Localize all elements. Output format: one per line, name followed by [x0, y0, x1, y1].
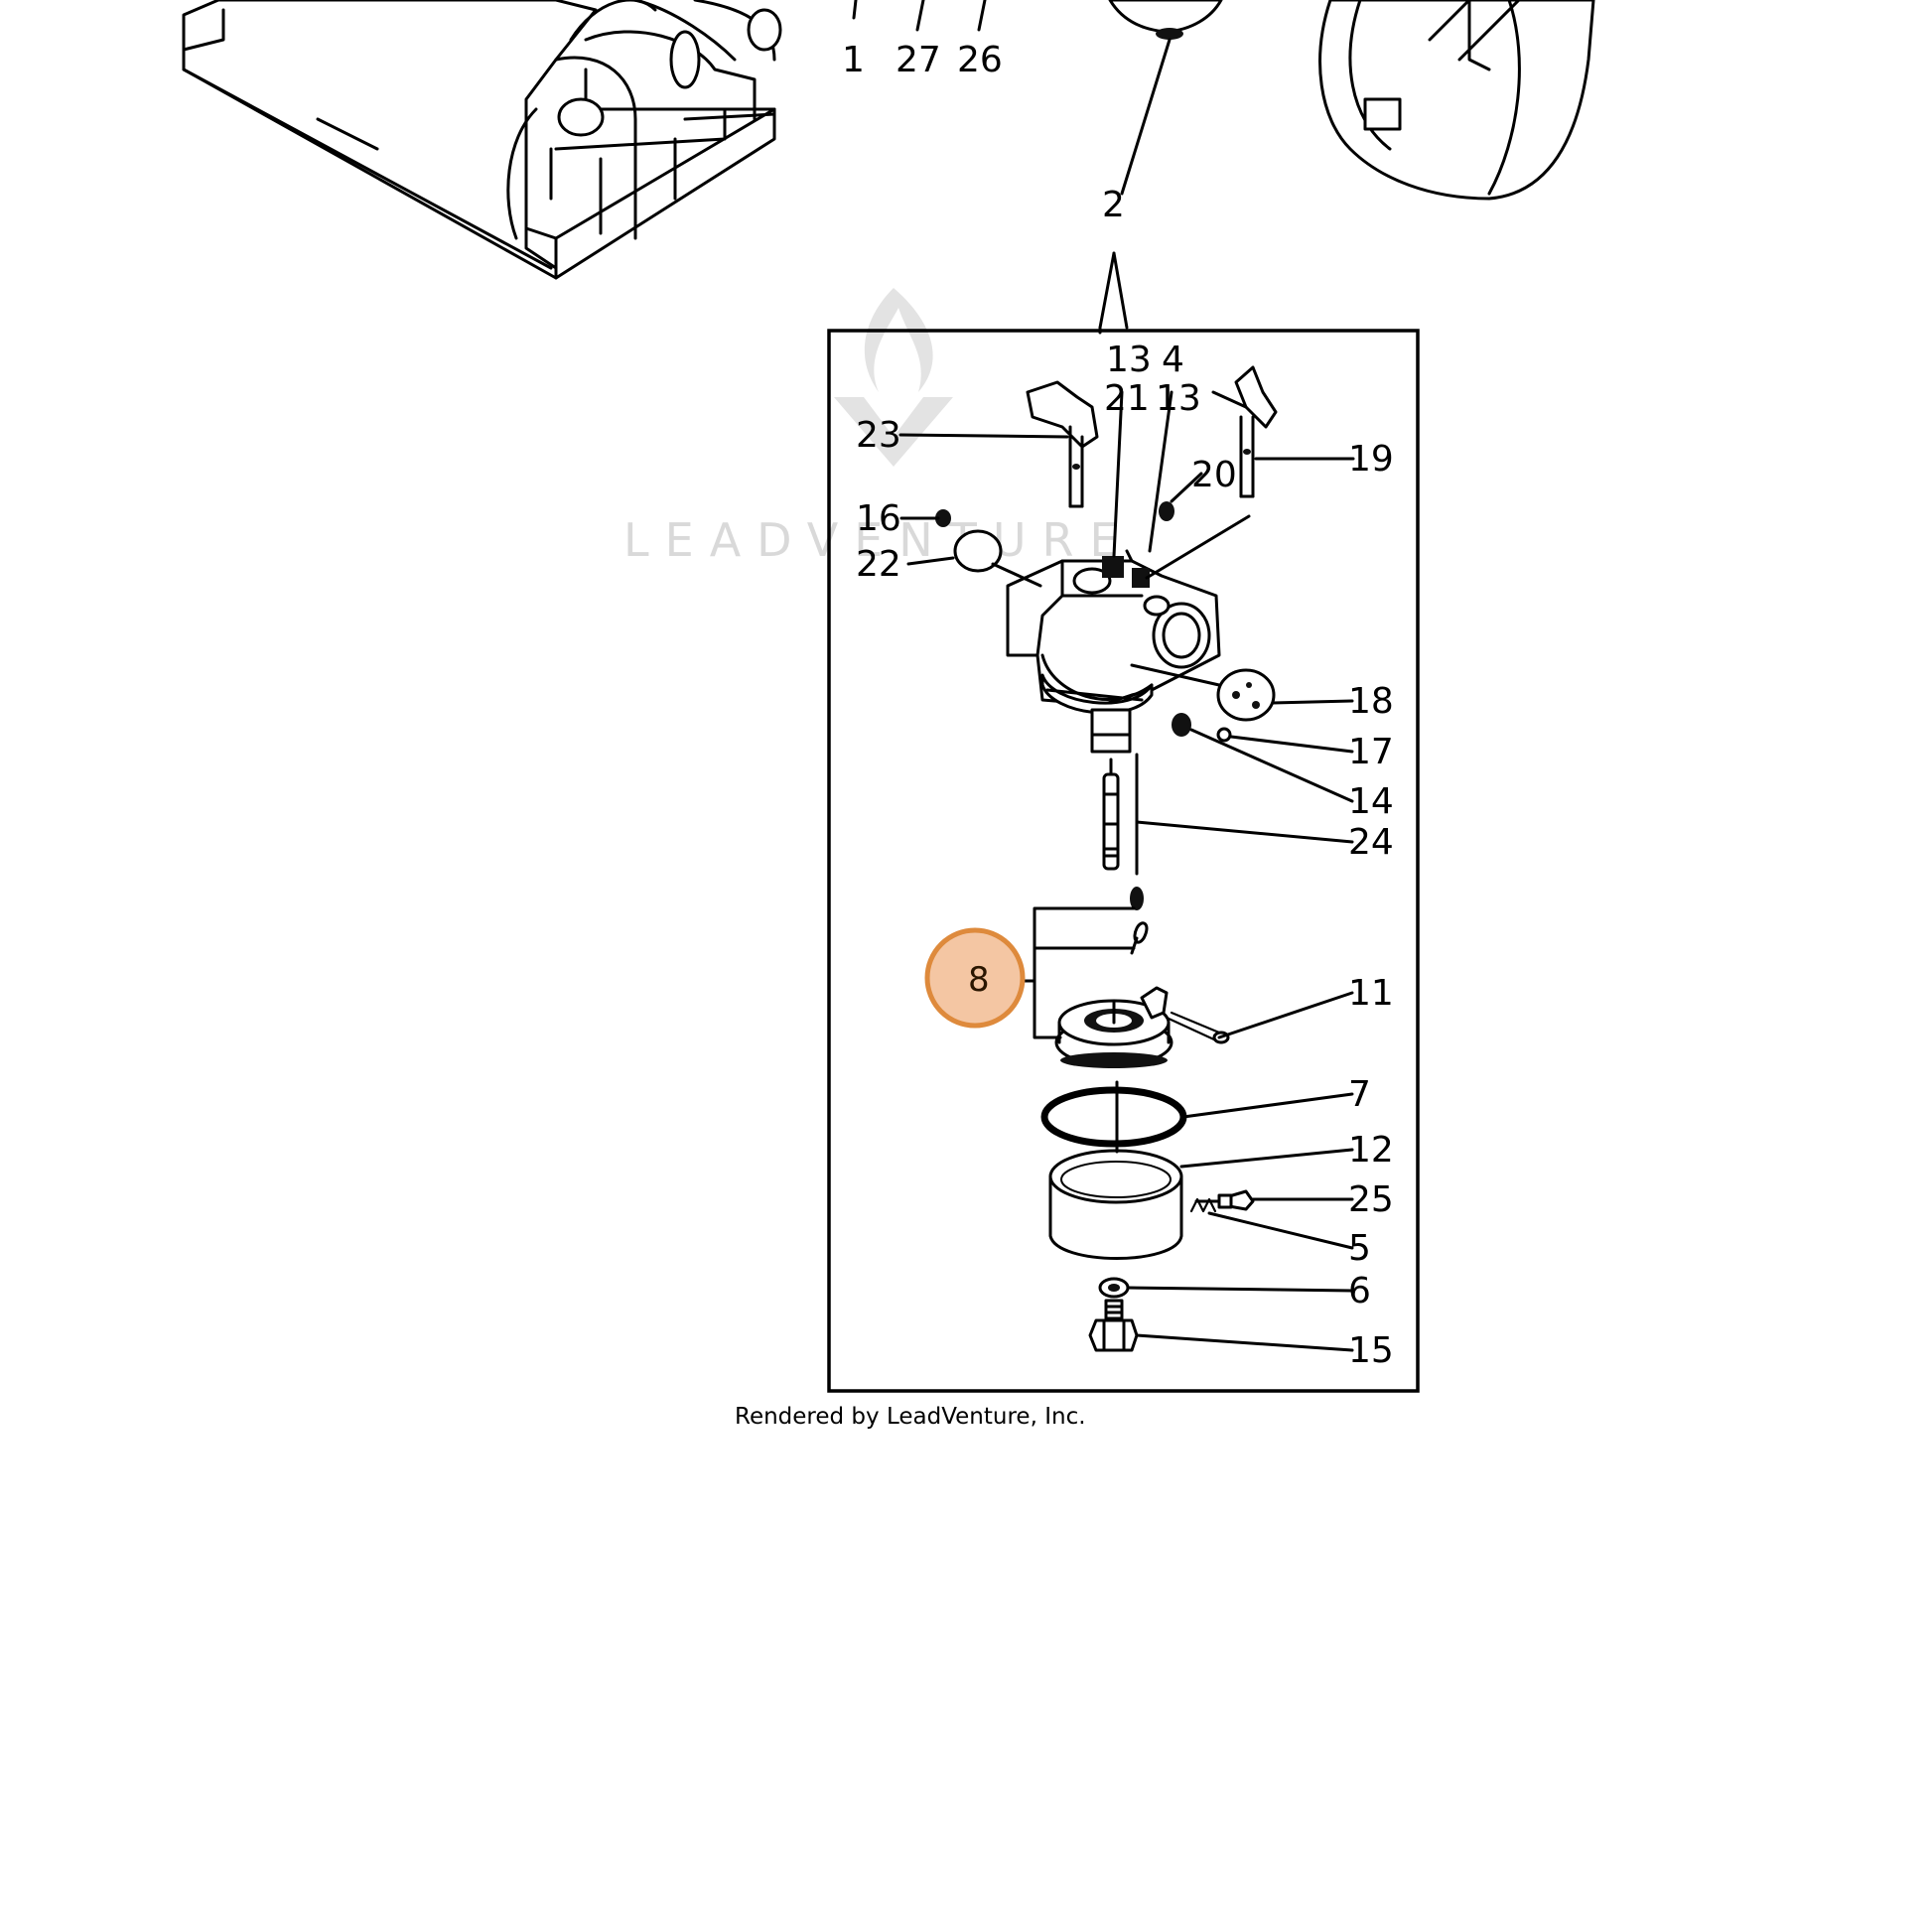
callout-27: 27	[896, 40, 941, 80]
callout-24: 24	[1348, 822, 1394, 863]
callout-12: 12	[1348, 1130, 1394, 1171]
choke-shaft-part	[1211, 365, 1278, 498]
bowl-nut-part	[1088, 1277, 1139, 1352]
callout-15: 15	[1348, 1330, 1394, 1371]
detail-frame	[827, 329, 1420, 1393]
callout-2: 2	[1102, 185, 1125, 225]
watermark-text: LEADVENTURE	[623, 513, 1135, 567]
carburetor-body	[1006, 549, 1221, 754]
callout-8[interactable]: 8	[968, 960, 990, 1000]
watermark: LEADVENTURE	[623, 288, 1135, 567]
callout-19: 19	[1348, 439, 1394, 480]
callout-17: 17	[1348, 732, 1394, 772]
callout-26: 26	[957, 40, 1003, 80]
highlight-circle[interactable]	[924, 927, 1026, 1029]
leader-lines	[852, 0, 1355, 1352]
screw-parts	[935, 501, 1174, 527]
screw-14-part	[1172, 713, 1191, 737]
air-filter-cover	[1318, 0, 1595, 201]
throttle-shaft-part	[1026, 380, 1099, 508]
callout-labels: 1 27 26 2 13 4 21 13 23 19 20 16 22 18 1…	[842, 40, 1394, 1371]
callout-20: 20	[1191, 455, 1237, 495]
callout-21: 21	[1104, 378, 1150, 419]
choke-plate-part	[1216, 668, 1276, 722]
callout-5: 5	[1348, 1228, 1371, 1269]
callout-23: 23	[856, 415, 901, 456]
callout-22: 22	[856, 544, 901, 585]
gasket-part	[1040, 1086, 1187, 1148]
callout-1: 1	[842, 40, 865, 80]
engine-block	[182, 0, 782, 280]
callout-25: 25	[1348, 1179, 1394, 1220]
callout-6: 6	[1348, 1271, 1371, 1311]
callout-4: 4	[1162, 340, 1184, 380]
air-filter-part	[1108, 0, 1223, 196]
throttle-plate-part	[953, 529, 1003, 573]
callout-18: 18	[1348, 681, 1394, 722]
callout-11: 11	[1348, 973, 1394, 1014]
bracket-lines	[1098, 251, 1129, 335]
drain-screw-part	[1189, 1189, 1255, 1213]
main-jet-part	[1102, 753, 1144, 910]
callout-13-top: 13	[1106, 340, 1152, 380]
float-assembly	[1054, 921, 1230, 1068]
callout-16: 16	[856, 498, 901, 539]
credit-text: Rendered by LeadVenture, Inc.	[735, 1404, 1086, 1430]
float-bowl-part	[1048, 1080, 1183, 1260]
callout-13-second: 13	[1156, 378, 1201, 419]
screw-17-part	[1216, 727, 1232, 743]
callout-14: 14	[1348, 781, 1394, 822]
callout-7: 7	[1348, 1074, 1371, 1115]
